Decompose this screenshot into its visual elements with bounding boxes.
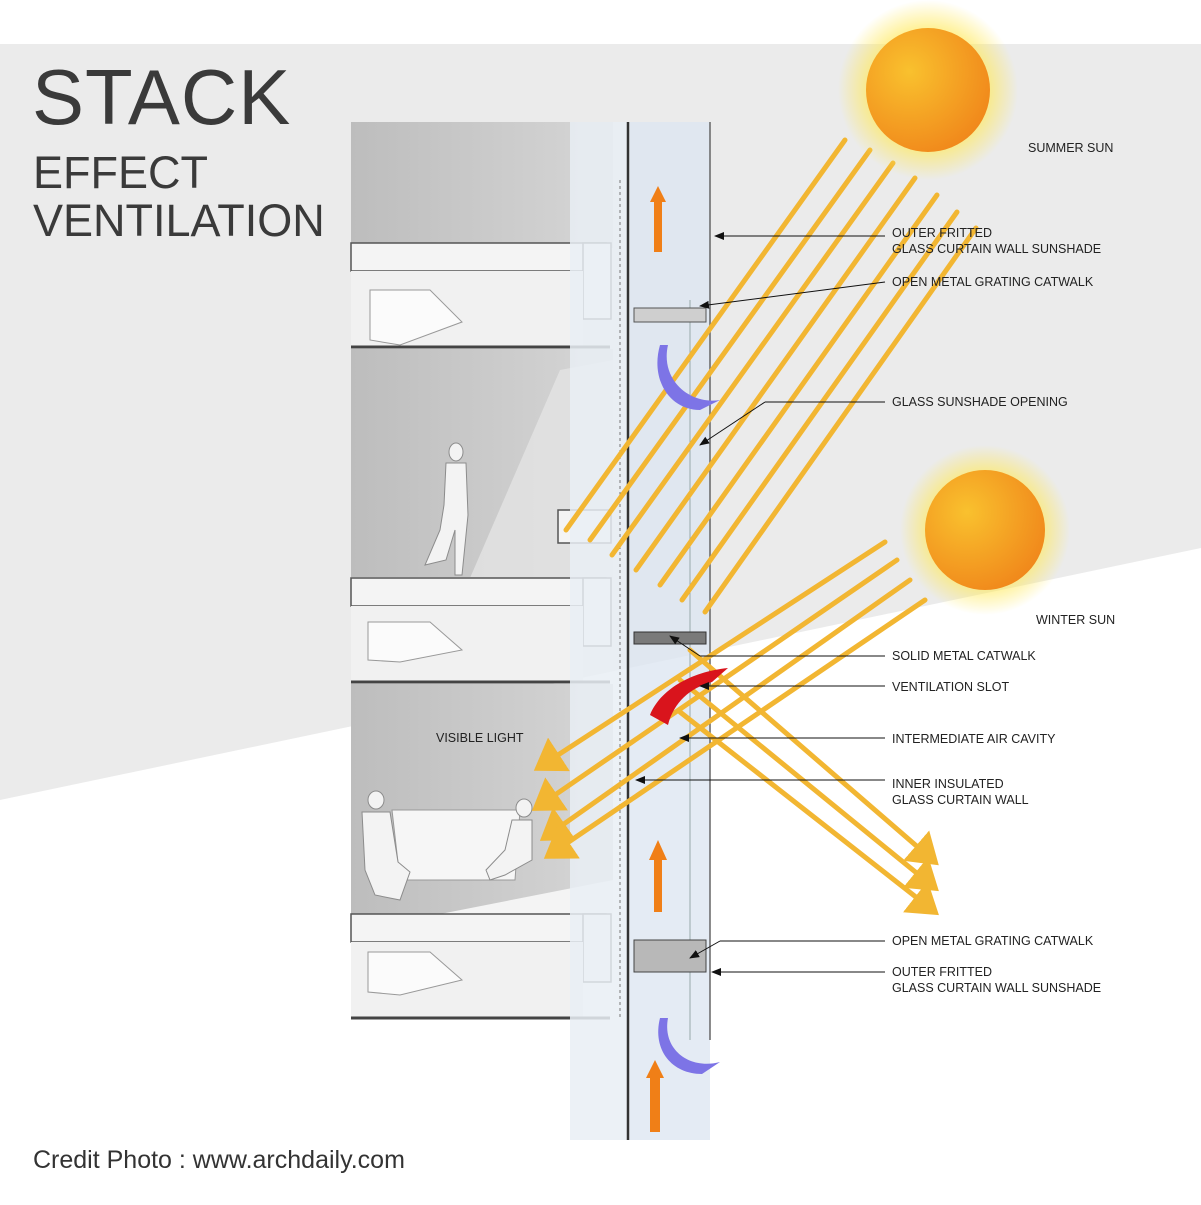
label-outer-fritted-top-2: GLASS CURTAIN WALL SUNSHADE	[892, 242, 1101, 256]
annotation-labels: SUMMER SUN OUTER FRITTED GLASS CURTAIN W…	[436, 141, 1115, 995]
label-sunshade-opening: GLASS SUNSHADE OPENING	[892, 395, 1068, 409]
label-visible-light: VISIBLE LIGHT	[436, 731, 524, 745]
label-outer-fritted-bottom-2: GLASS CURTAIN WALL SUNSHADE	[892, 981, 1101, 995]
warm-air-up-arrow-bottom	[646, 840, 667, 1132]
label-inner-wall-2: GLASS CURTAIN WALL	[892, 793, 1029, 807]
label-solid-catwalk: SOLID METAL CATWALK	[892, 649, 1036, 663]
summer-rays	[563, 137, 979, 615]
leader-lines	[635, 232, 886, 976]
label-summer-sun: SUMMER SUN	[1028, 141, 1113, 155]
label-outer-fritted-top-1: OUTER FRITTED	[892, 226, 992, 240]
cool-air-intake-arrow-bottom	[658, 1018, 720, 1074]
label-air-cavity: INTERMEDIATE AIR CAVITY	[892, 732, 1056, 746]
warm-air-up-arrow-top	[650, 186, 666, 252]
photo-credit: Credit Photo : www.archdaily.com	[33, 1146, 405, 1174]
winter-rays	[531, 539, 939, 916]
winter-sun-icon	[900, 445, 1070, 615]
summer-sun-icon	[838, 0, 1018, 180]
page-subtitle-line-2: VENTILATION	[33, 195, 325, 246]
label-inner-wall-1: INNER INSULATED	[892, 777, 1004, 791]
label-ventilation-slot: VENTILATION SLOT	[892, 680, 1010, 694]
page-subtitle-line-1: EFFECT	[33, 147, 208, 198]
cool-air-intake-arrow-top	[657, 345, 720, 410]
label-outer-fritted-bottom-1: OUTER FRITTED	[892, 965, 992, 979]
label-winter-sun: WINTER SUN	[1036, 613, 1115, 627]
label-grating-top: OPEN METAL GRATING CATWALK	[892, 275, 1094, 289]
label-grating-bottom: OPEN METAL GRATING CATWALK	[892, 934, 1094, 948]
building-section	[350, 122, 711, 1140]
page-title: STACK	[32, 53, 292, 141]
